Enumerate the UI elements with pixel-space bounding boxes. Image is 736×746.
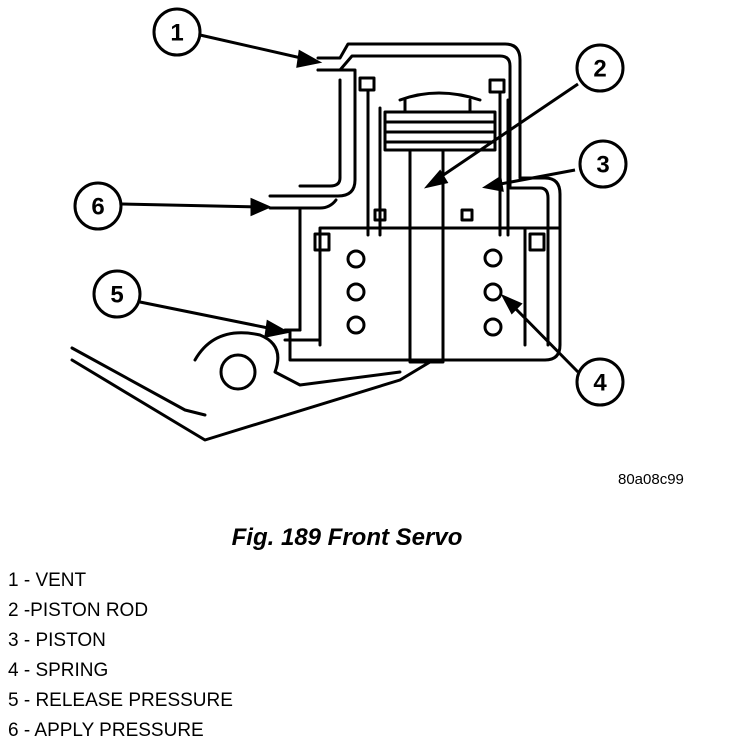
callout-label-1: 1 <box>170 20 183 47</box>
callout-label-6: 6 <box>91 194 104 221</box>
legend-item: 4 - SPRING <box>8 660 109 681</box>
callout-circle-6 <box>73 181 123 231</box>
legend-item: 2 -PISTON ROD <box>8 600 149 621</box>
legend-item: 1 - VENT <box>8 570 87 591</box>
servo-housing-outline <box>288 42 562 362</box>
legend-item: 5 - RELEASE PRESSURE <box>8 690 233 711</box>
apply-passage <box>268 198 338 210</box>
legend-item: 3 - PISTON <box>8 630 106 651</box>
band-lever <box>70 331 432 442</box>
servo-bore <box>378 90 502 237</box>
figure-caption: Fig. 189 Front Servo <box>231 524 463 551</box>
callout-circle-2 <box>575 43 625 93</box>
piston-outline <box>383 110 497 152</box>
callout-circle-4 <box>575 357 625 407</box>
legend-item: 6 - APPLY PRESSURE <box>8 720 204 741</box>
callout-label-2: 2 <box>593 56 606 83</box>
vent-passage <box>268 68 357 198</box>
spring-coil <box>346 249 366 269</box>
front-servo-diagram: 1 2 3 4 5 6 <box>70 7 628 442</box>
callout-label-5: 5 <box>110 282 123 309</box>
lever-pivot <box>219 353 257 391</box>
legend-list: 1 - VENT 2 -PISTON ROD 3 - PISTON 4 - SP… <box>8 566 233 746</box>
piston-rod <box>408 148 445 364</box>
callout-circle-3 <box>578 139 628 189</box>
spring-chamber <box>318 226 562 347</box>
release-port <box>283 328 322 342</box>
callout-circle-1 <box>152 7 202 57</box>
callout-label-4: 4 <box>593 370 607 397</box>
callout-label-3: 3 <box>596 152 609 179</box>
servo-housing-inner-wall <box>316 54 550 347</box>
callout-circle-5 <box>92 269 142 319</box>
figure-code: 80a08c99 <box>618 471 684 488</box>
